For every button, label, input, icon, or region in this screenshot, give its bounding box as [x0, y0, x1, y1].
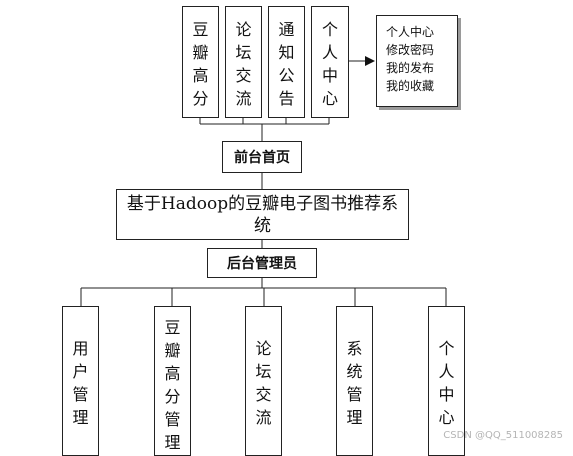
system-structure-diagram: 豆 瓣 高 分 论 坛 交 流 通 知 公 告 个 人 中 心 个人中心 修改 [62, 6, 563, 456]
char: 户 [72, 362, 89, 381]
note-line: 我的收藏 [386, 79, 435, 93]
char: 个 [438, 339, 455, 358]
char: 心 [438, 408, 455, 427]
char: 交 [235, 66, 252, 85]
char: 论 [255, 339, 272, 358]
admin-module-user-management: 用 户 管 理 [62, 306, 99, 456]
char: 论 [235, 20, 252, 39]
personal-center-note: 个人中心 修改密码 我的发布 我的收藏 [376, 15, 458, 107]
admin-label: 后台管理员 [227, 256, 297, 272]
admin-module-forum: 论 坛 交 流 [245, 306, 282, 456]
char: 通 [278, 20, 295, 39]
front-module-personal-center: 个 人 中 心 [311, 6, 349, 118]
watermark: CSDN @QQ_511008285 [443, 430, 563, 441]
char: 人 [321, 43, 338, 62]
admin-module-douban-high-score-management: 豆 瓣 高 分 管 理 [154, 306, 191, 456]
char: 中 [438, 385, 455, 404]
char: 告 [278, 89, 295, 108]
char: 人 [438, 362, 455, 381]
front-home-node: 前台首页 [222, 141, 302, 173]
char: 系 [346, 339, 363, 358]
admin-node: 后台管理员 [207, 248, 317, 278]
front-module-notice: 通 知 公 告 [268, 6, 305, 118]
system-title-node: 基于Hadoop的豆瓣电子图书推荐系统 [116, 189, 409, 240]
char: 管 [164, 410, 181, 429]
char: 高 [164, 364, 181, 383]
char: 坛 [255, 362, 272, 381]
char: 流 [255, 408, 272, 427]
note-line: 修改密码 [386, 43, 435, 57]
char: 中 [321, 66, 338, 85]
char: 理 [164, 433, 181, 452]
char: 坛 [235, 43, 252, 62]
connector-lines [80, 56, 447, 306]
char: 用 [72, 339, 89, 358]
char: 管 [72, 385, 89, 404]
char: 交 [255, 385, 272, 404]
char: 分 [192, 89, 209, 108]
char: 高 [192, 66, 209, 85]
admin-module-system-management: 系 统 管 理 [336, 306, 373, 456]
char: 理 [72, 408, 89, 427]
char: 流 [235, 89, 252, 108]
char: 知 [278, 43, 295, 62]
char: 豆 [164, 318, 181, 337]
front-module-forum: 论 坛 交 流 [225, 6, 262, 118]
char: 心 [321, 89, 338, 108]
char: 管 [346, 385, 363, 404]
char: 个 [321, 20, 338, 39]
note-line: 我的发布 [386, 61, 435, 75]
char: 公 [278, 66, 295, 85]
char: 统 [346, 362, 363, 381]
char: 豆 [192, 20, 209, 39]
char: 理 [346, 408, 363, 427]
char: 瓣 [164, 341, 181, 360]
front-home-label: 前台首页 [234, 150, 290, 166]
char: 分 [164, 387, 181, 406]
system-title-label: 基于Hadoop的豆瓣电子图书推荐系统 [126, 193, 399, 236]
front-module-douban-high-score: 豆 瓣 高 分 [182, 6, 219, 118]
note-line: 个人中心 [386, 25, 435, 39]
char: 瓣 [192, 43, 209, 62]
admin-module-personal-center: 个 人 中 心 [428, 306, 465, 456]
